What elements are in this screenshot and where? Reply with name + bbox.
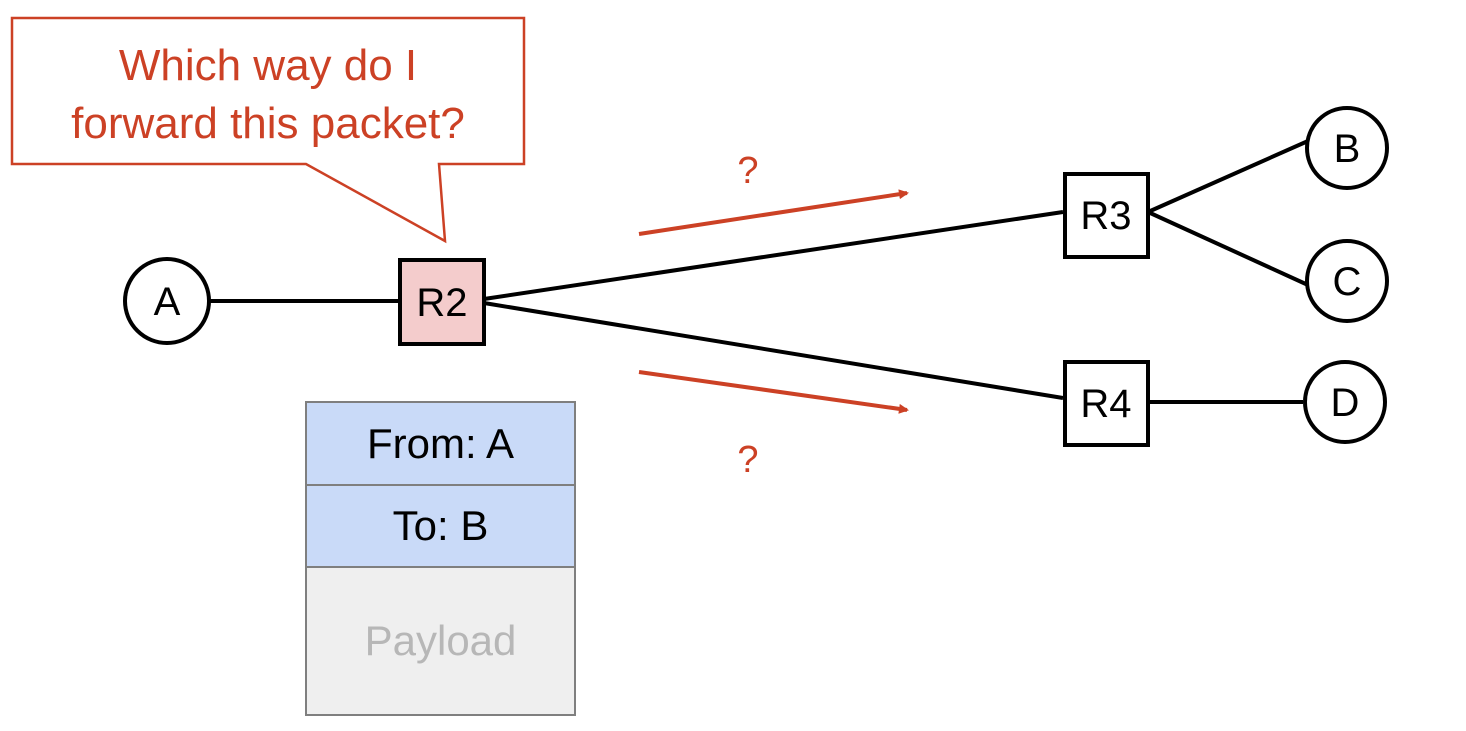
router-r4-label: R4 [1080, 382, 1131, 426]
host-d [1303, 360, 1387, 444]
callout-line-1: Which way do I [119, 41, 417, 90]
callout-line-2: forward this packet? [71, 99, 465, 148]
router-r2 [398, 258, 486, 346]
router-r3 [1063, 172, 1150, 259]
callout-bubble [10, 16, 526, 244]
host-b [1305, 106, 1389, 190]
router-r2-label: R2 [416, 281, 467, 325]
packet-to-field: To: B [305, 484, 576, 568]
link-r3-b [1147, 139, 1309, 214]
link-r2-r4 [483, 301, 1064, 400]
packet-payload-field: Payload [305, 566, 576, 716]
router-r4 [1063, 360, 1150, 447]
host-d-label: D [1331, 381, 1360, 425]
router-r3-label: R3 [1080, 194, 1131, 238]
packet-from-field: From: A [305, 401, 576, 486]
host-b-label: B [1334, 127, 1361, 171]
host-c [1305, 239, 1389, 323]
forward-arrow-upper [638, 189, 909, 236]
forward-arrow-lower [638, 370, 909, 414]
lower-question-mark: ? [737, 439, 758, 481]
link-r2-r3 [483, 210, 1064, 301]
host-a-label: A [154, 280, 181, 324]
upper-question-mark: ? [737, 150, 758, 192]
link-r3-c [1147, 210, 1309, 287]
host-c-label: C [1333, 260, 1362, 304]
host-a [123, 257, 211, 345]
